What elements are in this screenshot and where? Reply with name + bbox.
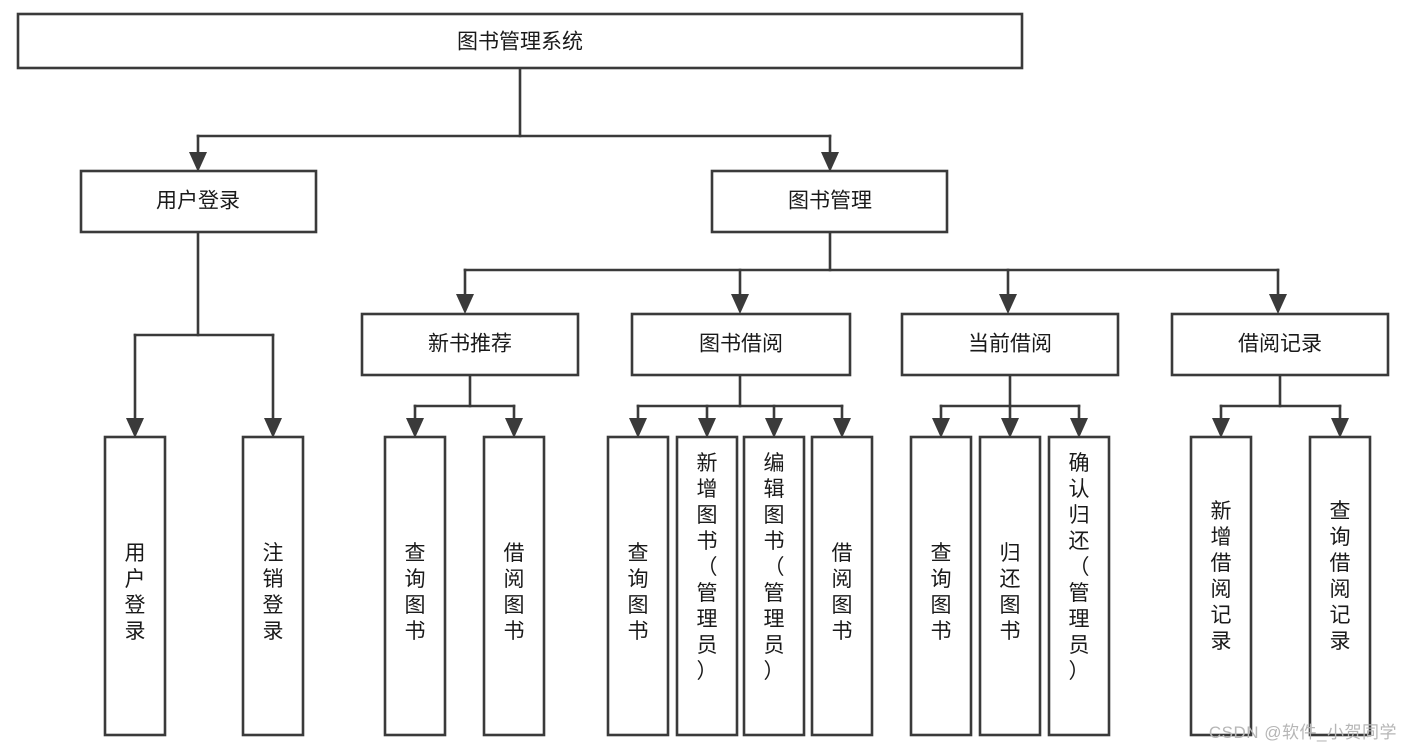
node-book-management-label: 图书管理 [788,190,872,213]
node-borrow-record-box[interactable] [1170,312,1390,377]
leaf-record-query-box[interactable] [1308,435,1372,737]
leaf-borrow-query-book[interactable]: 查询图书 [606,435,670,737]
leaf-logout-box[interactable] [241,435,305,737]
arrow-head-currentborrow-confirm [1070,418,1088,438]
leaf-current-return-book-label: 归还图书 [1000,542,1021,643]
leaf-record-add-label: 新增借阅记录 [1211,500,1232,653]
leaf-record-query[interactable]: 查询借阅记录 [1308,435,1372,737]
arrow-head-bookborrow-lend [833,418,851,438]
node-book-borrow-box[interactable] [630,312,852,377]
arrow-head-new-book [456,294,474,314]
leaf-borrow-query-book-label: 查询图书 [628,542,649,643]
node-book-borrow[interactable]: 图书借阅 [630,312,852,377]
leaf-current-query-book-label: 查询图书 [931,542,952,643]
leaf-borrow-add-book-label: 新增图书（管理员） [697,452,718,683]
leaf-newbook-borrow-book-label: 借阅图书 [504,542,525,643]
arrow-head-current-borrow [999,294,1017,314]
node-root-box[interactable] [16,12,1024,70]
arrow-head-leaf-logout [264,418,282,438]
leaf-newbook-borrow-book-box[interactable] [482,435,546,737]
node-user-login-box[interactable] [79,169,318,234]
node-borrow-record-label: 借阅记录 [1238,333,1322,356]
leaf-user-login[interactable]: 用户登录 [103,435,167,737]
arrow-head-currentborrow-return [1001,418,1019,438]
leaf-current-confirm-return-label: 确认归还（管理员） [1069,452,1090,683]
arrow-head-borrowrecord-add [1212,418,1230,438]
leaf-borrow-query-book-box[interactable] [606,435,670,737]
arrow-head-newbook-borrow [505,418,523,438]
node-book-management[interactable]: 图书管理 [710,169,949,234]
leaf-newbook-query-book-box[interactable] [383,435,447,737]
arrow-head-book-borrow [731,294,749,314]
arrow-head-book-mgmt [821,152,839,172]
leaf-borrow-edit-book-box[interactable] [742,435,806,737]
node-user-login[interactable]: 用户登录 [79,169,318,234]
leaf-current-return-book[interactable]: 归还图书 [978,435,1042,737]
arrow-head-borrowrecord-query [1331,418,1349,438]
node-new-book-recommend-box[interactable] [360,312,580,377]
leaf-borrow-lend-book-box[interactable] [810,435,874,737]
leaf-newbook-borrow-book[interactable]: 借阅图书 [482,435,546,737]
leaf-borrow-add-book-box[interactable] [675,435,739,737]
node-current-borrow[interactable]: 当前借阅 [900,312,1120,377]
arrow-head-leaf-user-login [126,418,144,438]
leaf-newbook-query-book-label: 查询图书 [405,542,426,643]
leaf-newbook-query-book[interactable]: 查询图书 [383,435,447,737]
node-book-management-box[interactable] [710,169,949,234]
arrow-head-newbook-query [406,418,424,438]
arrow-head-borrow-record [1269,294,1287,314]
leaf-borrow-edit-book[interactable]: 编辑图书（管理员） [742,435,806,737]
leaf-borrow-lend-book-label: 借阅图书 [832,542,853,643]
node-new-book-recommend[interactable]: 新书推荐 [360,312,580,377]
node-user-login-label: 用户登录 [156,190,240,213]
arrow-head-currentborrow-query [932,418,950,438]
arrow-head-bookborrow-query [629,418,647,438]
arrow-head-bookborrow-edit [765,418,783,438]
leaf-user-login-label: 用户登录 [125,542,146,643]
leaf-current-return-book-box[interactable] [978,435,1042,737]
node-new-book-recommend-label: 新书推荐 [428,333,512,356]
leaf-borrow-lend-book[interactable]: 借阅图书 [810,435,874,737]
leaf-current-query-book-box[interactable] [909,435,973,737]
node-borrow-record[interactable]: 借阅记录 [1170,312,1390,377]
connector-layer [126,66,1349,438]
leaf-current-confirm-return-box[interactable] [1047,435,1111,737]
leaf-user-login-box[interactable] [103,435,167,737]
arrow-head-user-login [189,152,207,172]
leaf-record-query-label: 查询借阅记录 [1330,500,1351,653]
node-root[interactable]: 图书管理系统 [16,12,1024,70]
leaf-borrow-edit-book-label: 编辑图书（管理员） [764,452,785,683]
node-current-borrow-box[interactable] [900,312,1120,377]
csdn-watermark: CSDN @软件_小贺同学 [1208,723,1397,742]
leaf-record-add[interactable]: 新增借阅记录 [1189,435,1253,737]
node-root-label: 图书管理系统 [457,31,583,54]
node-current-borrow-label: 当前借阅 [968,333,1052,356]
leaf-logout-label: 注销登录 [263,542,284,643]
leaf-current-confirm-return[interactable]: 确认归还（管理员） [1047,435,1111,737]
leaf-borrow-add-book[interactable]: 新增图书（管理员） [675,435,739,737]
leaf-logout[interactable]: 注销登录 [241,435,305,737]
leaf-record-add-box[interactable] [1189,435,1253,737]
node-book-borrow-label: 图书借阅 [699,333,783,356]
leaf-current-query-book[interactable]: 查询图书 [909,435,973,737]
arrow-head-bookborrow-add [698,418,716,438]
